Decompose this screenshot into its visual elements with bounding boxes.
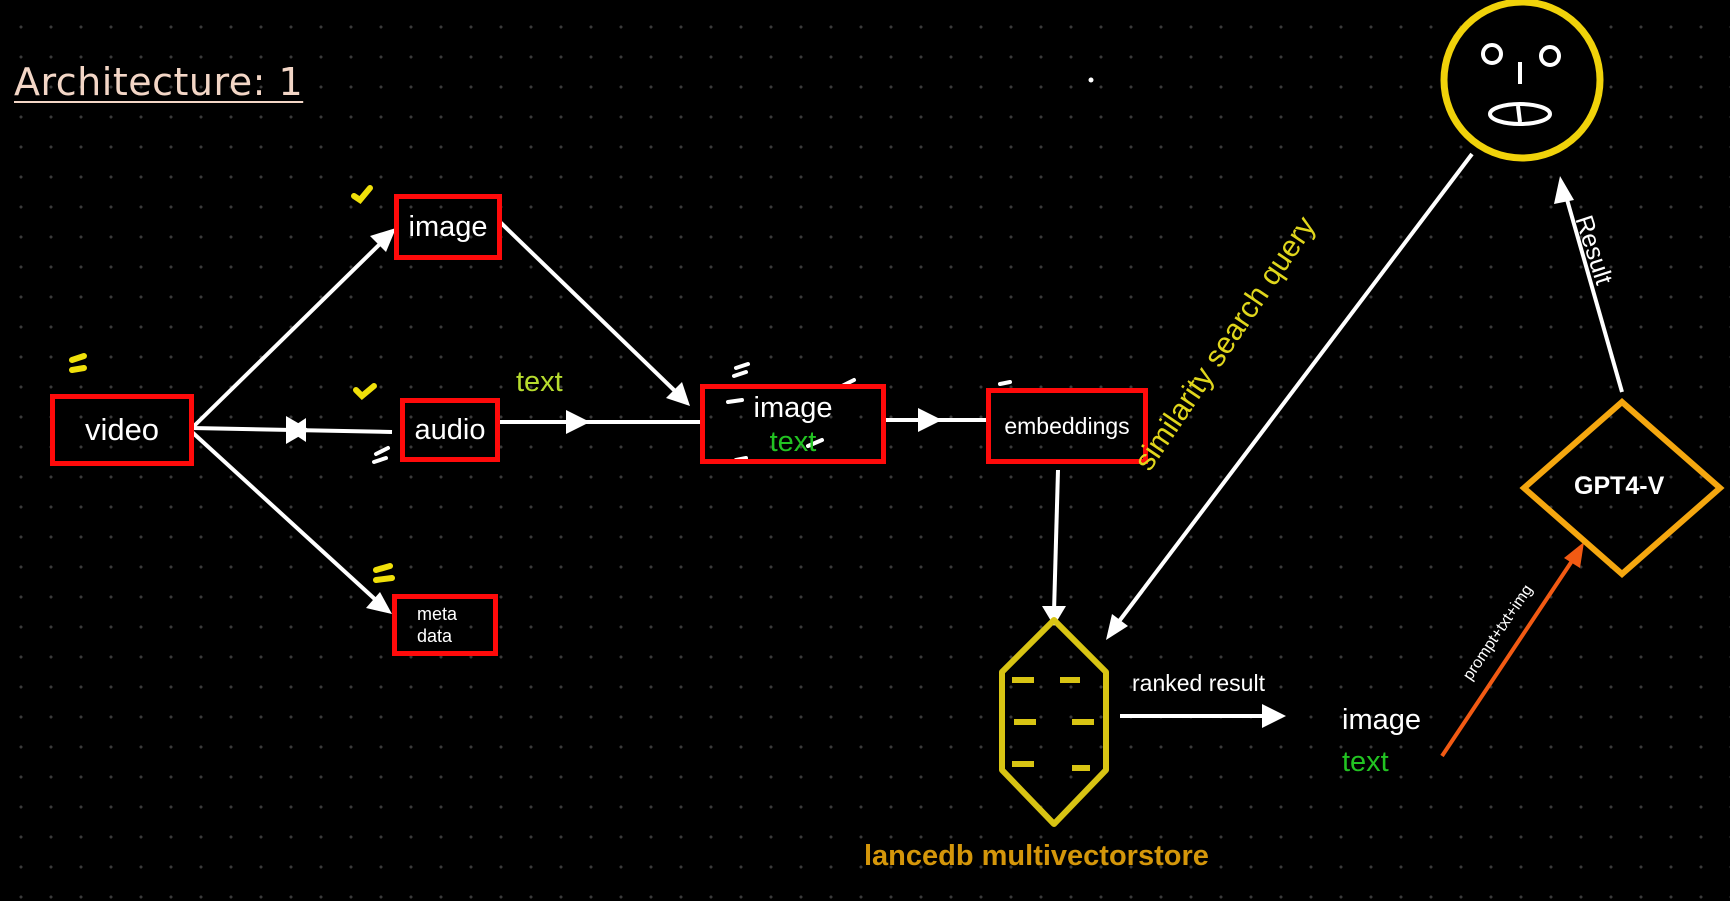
result-text-label: text <box>1342 746 1389 778</box>
stray-dot <box>1088 77 1094 83</box>
metadata-node-label-line2: data <box>417 626 453 646</box>
metadata-node-label-line1: meta <box>417 604 458 624</box>
user-face-icon <box>1440 0 1604 162</box>
vector-store-shape <box>999 617 1109 827</box>
audio-node-label: audio <box>414 413 486 446</box>
arrow-embeddings-to-store <box>1042 469 1066 626</box>
arrow-prompt-to-gpt <box>1440 542 1584 758</box>
arrow-video-to-image <box>190 228 396 430</box>
arrow-gpt-to-face <box>1554 176 1624 393</box>
combined-node-image-label: image <box>753 392 833 424</box>
image-node-label: image <box>408 210 488 243</box>
result-image-label: image <box>1342 704 1421 736</box>
arrow-ranked-result <box>1120 704 1286 728</box>
video-node: video <box>50 394 194 466</box>
metadata-node: meta data <box>392 594 498 656</box>
annotation-marks <box>69 185 1012 583</box>
arrow-audio-to-combined <box>498 410 702 434</box>
image-node: image <box>394 194 502 260</box>
store-label: lancedb multivectorstore <box>864 840 1209 872</box>
embeddings-node-label: embeddings <box>1004 412 1130 439</box>
arrow-video-to-audio <box>191 416 393 444</box>
combined-node: image text <box>700 384 886 464</box>
arrow-combined-to-embeddings <box>884 408 988 432</box>
embeddings-node: embeddings <box>986 388 1148 464</box>
video-node-label: video <box>84 412 160 447</box>
audio-node: audio <box>400 398 500 462</box>
gpt-label: GPT4-V <box>1574 472 1665 500</box>
audio-text-label: text <box>516 366 563 398</box>
gpt-diamond <box>1519 398 1725 578</box>
ranked-result-label: ranked result <box>1132 670 1265 696</box>
page-title: Architecture: 1 <box>14 60 304 104</box>
combined-node-text-label: text <box>769 426 817 458</box>
arrow-video-to-metadata <box>190 430 392 614</box>
arrow-similarity-search <box>1106 152 1474 640</box>
arrow-image-to-combined <box>498 220 690 406</box>
